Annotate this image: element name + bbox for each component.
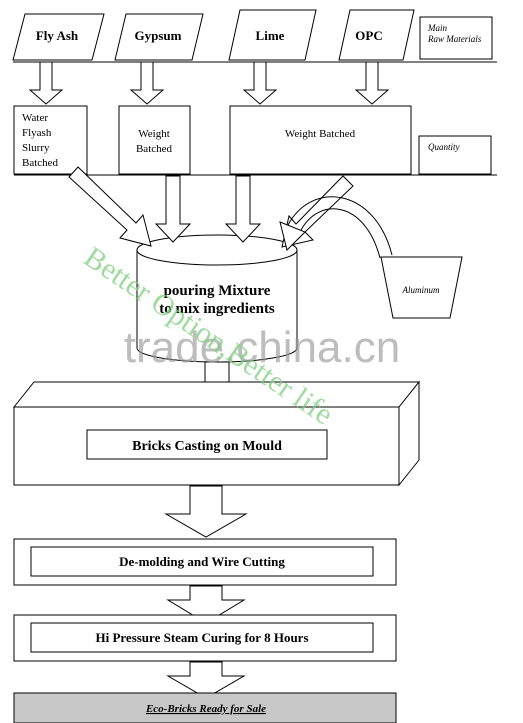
mixer-line2: to mix ingredients [159,301,275,317]
arrow-gypsum-to-mixer [154,175,192,243]
gypsum-batched-label: Batched [136,143,173,155]
curing-step: Hi Pressure Steam Curing for 8 Hours [13,614,397,662]
arrow-gypsum [129,61,165,105]
arrow-opc-to-mixer [281,175,354,248]
arrow-demolding-to-curing [166,585,246,624]
casting-box-top [12,381,421,408]
ready-label: Eco-Bricks Ready for Sale [145,703,266,715]
demolding-label-box [30,546,374,577]
weight-batched-label: Weight Batched [285,128,356,140]
arrow-curing-to-ready [166,661,246,699]
water-flyash-box: Water Flyash Slurry Batched [13,105,88,175]
arrow-fly-ash [28,61,64,105]
ready-box [13,692,397,723]
weight-label: Weight [138,128,170,140]
arrow-casting-to-demolding [164,485,248,538]
gypsum-weight-box: Weight Batched [118,105,191,175]
arrow-water-to-mixer [68,166,152,247]
casting-box: Bricks Casting on Mould [12,380,421,487]
main-label: Main [427,23,447,33]
flyash-label: Flyash [22,127,52,139]
demolding-step: De-molding and Wire Cutting [13,538,397,586]
raw-material-fly-ash: Fly Ash [12,13,105,61]
quantity-box: Quantity [418,135,492,175]
slurry-label: Slurry [22,142,50,154]
raw-material-lime: Lime [228,9,317,61]
quantity-label: Quantity [428,142,460,152]
batched-label: Batched [22,157,59,169]
main-raw-materials-box: Main Raw Materials [419,16,493,60]
ready-step: Eco-Bricks Ready for Sale [13,692,397,723]
mixer-cylinder: pouring Mixture to mix ingredients [136,234,298,363]
lime-label: Lime [256,28,285,43]
arrow-lime [242,61,278,105]
arrow-opc [354,61,390,105]
opc-label: OPC [355,28,382,43]
fly-ash-label: Fly Ash [36,28,79,43]
aluminum-curve-outer [287,196,393,256]
aluminum-container: Aluminum [380,256,463,319]
raw-material-gypsum: Gypsum [114,13,204,61]
casting-label: Bricks Casting on Mould [132,439,282,454]
demolding-label: De-molding and Wire Cutting [119,554,285,569]
curing-label: Hi Pressure Steam Curing for 8 Hours [95,630,308,645]
aluminum-curve-inner [299,208,381,259]
lime-opc-weight-box: Weight Batched [229,105,412,175]
casting-label-box [86,429,328,460]
raw-materials-label: Raw Materials [427,34,482,44]
raw-material-opc: OPC [338,9,415,61]
curing-label-box [30,622,374,653]
aluminum-arrow-head [279,221,306,251]
aluminum-label: Aluminum [402,285,440,295]
gypsum-label: Gypsum [135,28,182,43]
watermark-site: trade.china.cn [124,323,400,372]
arrow-lime-to-mixer [224,175,262,243]
water-label: Water [22,112,48,124]
mixer-line1: pouring Mixture [164,283,271,299]
